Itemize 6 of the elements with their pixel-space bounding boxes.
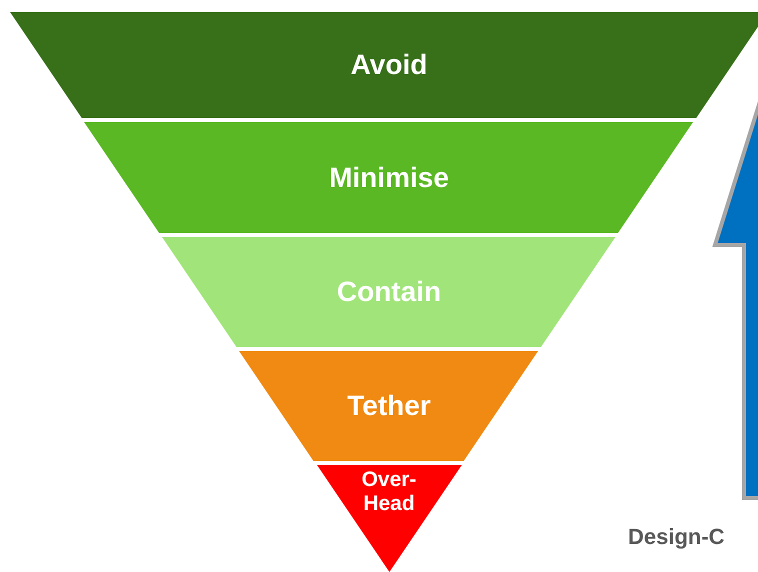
band-label: Contain [336, 275, 442, 309]
band-label: Minimise [328, 160, 450, 194]
band-label: Tether [346, 389, 432, 423]
axis-caption: Design-C [628, 524, 725, 550]
band-label: Over- Head [360, 468, 418, 516]
band-label: Avoid [350, 48, 428, 82]
